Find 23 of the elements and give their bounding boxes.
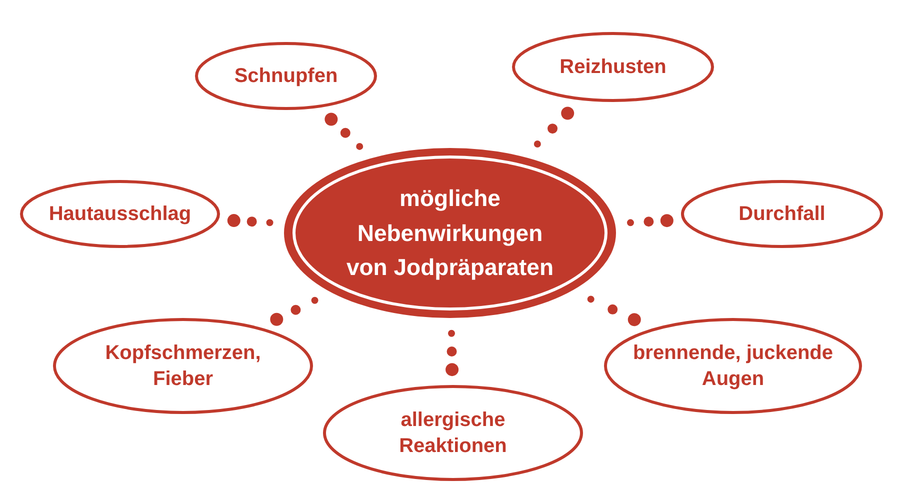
dotted-connector (324, 112, 364, 150)
dotted-connector (446, 330, 459, 376)
dotted-connector (270, 296, 318, 326)
side-effect-ellipse (681, 180, 883, 248)
dotted-connector (227, 214, 274, 228)
side-effect-label: Durchfall (738, 202, 826, 227)
side-effect-ellipse (195, 42, 377, 110)
dotted-connector (534, 106, 574, 148)
central-topic-ellipse (284, 148, 616, 318)
side-effect-ellipse (20, 180, 220, 248)
side-effect-label: Kopfschmerzen, Fieber (104, 341, 262, 392)
side-effect-label: Schnupfen (234, 64, 338, 89)
side-effect-ellipse (512, 32, 714, 102)
side-effect-label: Hautausschlag (48, 202, 192, 227)
side-effect-label: brennende, juckende Augen (632, 341, 834, 392)
side-effect-ellipse (323, 385, 583, 481)
side-effect-ellipse (53, 318, 313, 414)
side-effect-ellipse (604, 318, 862, 414)
side-effect-label: Reizhusten (560, 55, 666, 80)
dotted-connector (627, 214, 674, 228)
dotted-connector (587, 296, 641, 326)
side-effect-label: allergische Reaktionen (398, 408, 508, 459)
central-topic-label: mögliche Nebenwirkungen von Jodpräparaten (345, 184, 555, 282)
